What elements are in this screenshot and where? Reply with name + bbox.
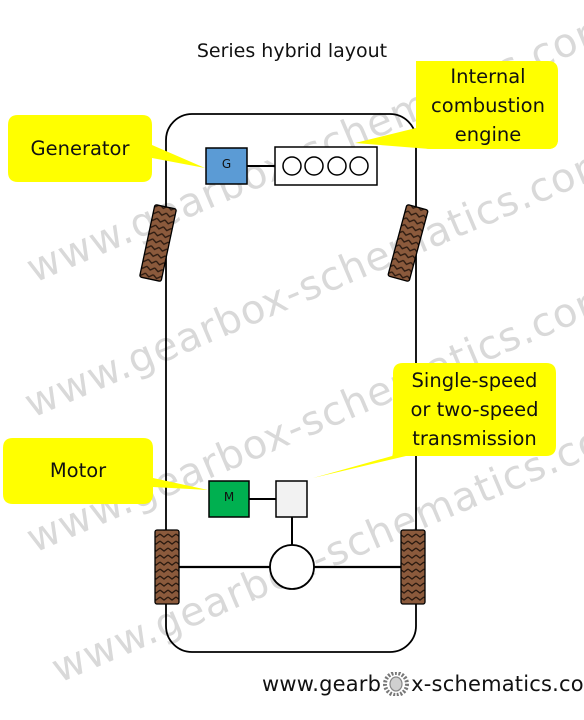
- motor-callout-bubble: [3, 438, 208, 504]
- transmission-label: Single-speed or two-speed transmission: [393, 366, 556, 453]
- differential: [269, 544, 315, 590]
- front-left-wheel: [139, 204, 177, 282]
- generator-box: [205, 147, 248, 185]
- engine-cylinder: [304, 156, 324, 176]
- engine-cylinder: [327, 156, 347, 176]
- engine-label: Internal combustion engine: [418, 62, 558, 149]
- transmission-label-line: transmission: [412, 427, 537, 450]
- transmission-box: [275, 480, 308, 518]
- transmission-label-line: Single-speed: [411, 369, 538, 392]
- footer-url: www.gearb x-schematics.com: [262, 671, 584, 697]
- front-right-wheel: [387, 204, 429, 282]
- engine-cylinder: [282, 156, 302, 176]
- engine-label-line: Internal: [450, 65, 526, 88]
- diagram-title: Series hybrid layout: [196, 40, 388, 62]
- motor-letter: M: [223, 490, 235, 504]
- transmission-label-line: or two-speed: [410, 398, 539, 421]
- engine-label-line: engine: [454, 123, 522, 146]
- engine-cylinder: [349, 156, 369, 176]
- rear-right-wheel: [400, 529, 426, 605]
- gear-icon: [381, 671, 411, 697]
- motor-label: Motor: [49, 459, 107, 482]
- generator-callout-bubble: [8, 115, 205, 182]
- generator-letter: G: [221, 157, 232, 171]
- transmission-callout-bubble: [313, 363, 556, 478]
- rear-left-wheel: [154, 529, 180, 605]
- generator-label: Generator: [30, 137, 130, 160]
- footer-url-start: www.gearb: [262, 672, 382, 696]
- engine-label-line: combustion: [431, 94, 545, 117]
- footer-url-end: x-schematics.com: [411, 672, 584, 696]
